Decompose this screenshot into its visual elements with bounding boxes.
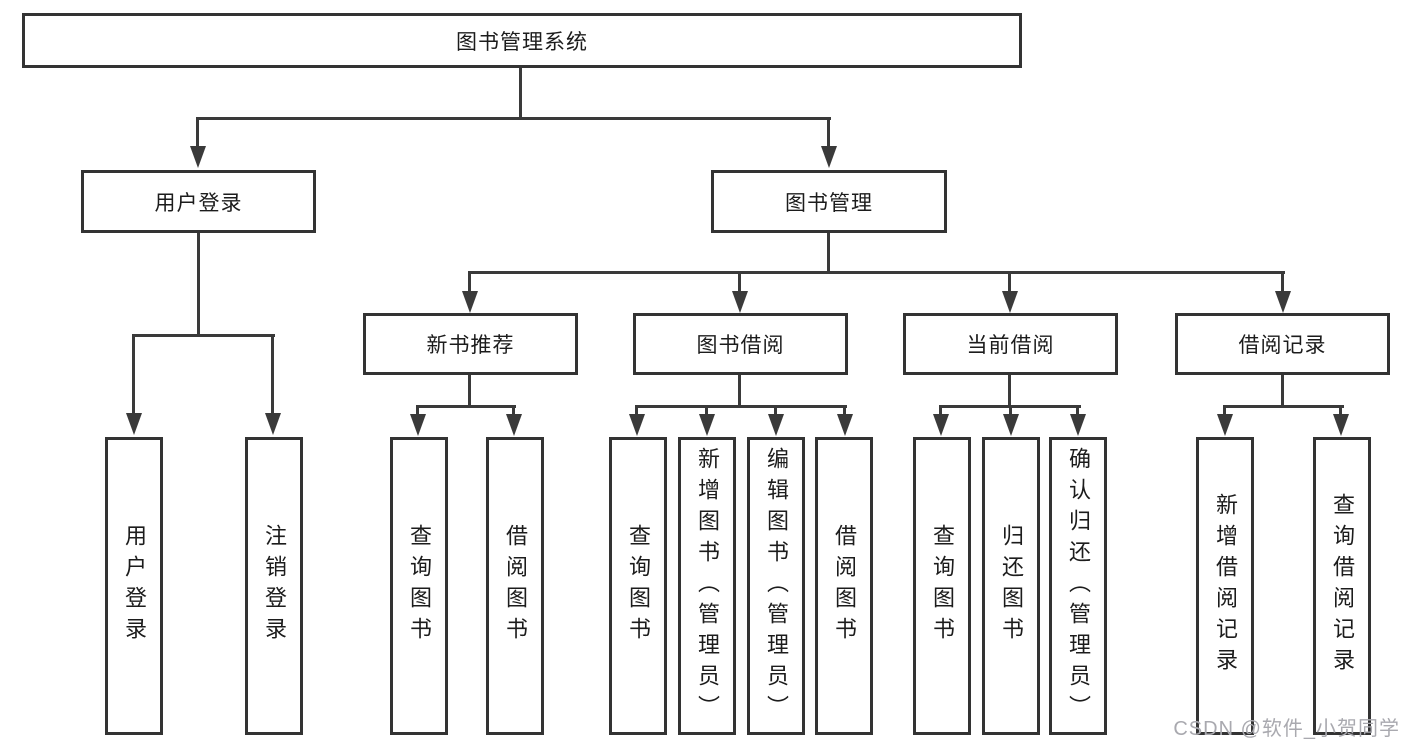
arrow-down [190,118,206,168]
arrow-down [1002,273,1018,313]
arrow-down [1003,407,1019,436]
connector [635,405,847,408]
arrow-down [1275,273,1291,313]
node-user-login-module: 用户登录 [81,170,316,233]
csdn-watermark: CSDN @软件_小贺同学 [1173,718,1400,740]
leaf-borrow-books: 借阅图书 [486,437,544,735]
arrow-down [506,407,522,436]
leaf-query-books: 查询图书 [609,437,667,735]
leaf-borrow-books: 借阅图书 [815,437,873,735]
leaf-query-books: 查询图书 [390,437,448,735]
leaf-query-books: 查询图书 [913,437,971,735]
connector [1008,375,1011,408]
arrow-down [699,407,715,436]
leaf-add-book-admin: 新增图书（管理员） [678,437,736,735]
connector [1223,405,1344,408]
leaf-return-books: 归还图书 [982,437,1040,735]
connector [519,68,522,118]
arrow-down [265,336,281,435]
arrow-down [768,407,784,436]
node-book-borrow: 图书借阅 [633,313,848,375]
leaf-user-login: 用户登录 [105,437,163,735]
connector [197,233,200,336]
arrow-down [821,118,837,168]
connector [1281,375,1284,408]
arrow-down [1217,407,1233,436]
leaf-query-borrow-record: 查询借阅记录 [1313,437,1371,735]
connector [196,117,831,120]
arrow-down [126,336,142,435]
leaf-add-borrow-record: 新增借阅记录 [1196,437,1254,735]
arrow-down [1333,407,1349,436]
leaf-edit-book-admin: 编辑图书（管理员） [747,437,805,735]
connector [738,375,741,408]
node-borrow-records: 借阅记录 [1175,313,1390,375]
arrow-down [732,273,748,313]
connector [468,271,1285,274]
node-root-system: 图书管理系统 [22,13,1022,68]
connector [416,405,516,408]
node-new-book-recommend: 新书推荐 [363,313,578,375]
connector [132,334,275,337]
arrow-down [837,407,853,436]
arrow-down [410,407,426,436]
connector [468,375,471,408]
arrow-down [1070,407,1086,436]
connector [939,405,1081,408]
leaf-logout: 注销登录 [245,437,303,735]
arrow-down [462,273,478,313]
connector [827,233,830,274]
leaf-confirm-return-admin: 确认归还（管理员） [1049,437,1107,735]
arrow-down [933,407,949,436]
node-current-borrow: 当前借阅 [903,313,1118,375]
arrow-down [629,407,645,436]
node-book-management-module: 图书管理 [711,170,947,233]
